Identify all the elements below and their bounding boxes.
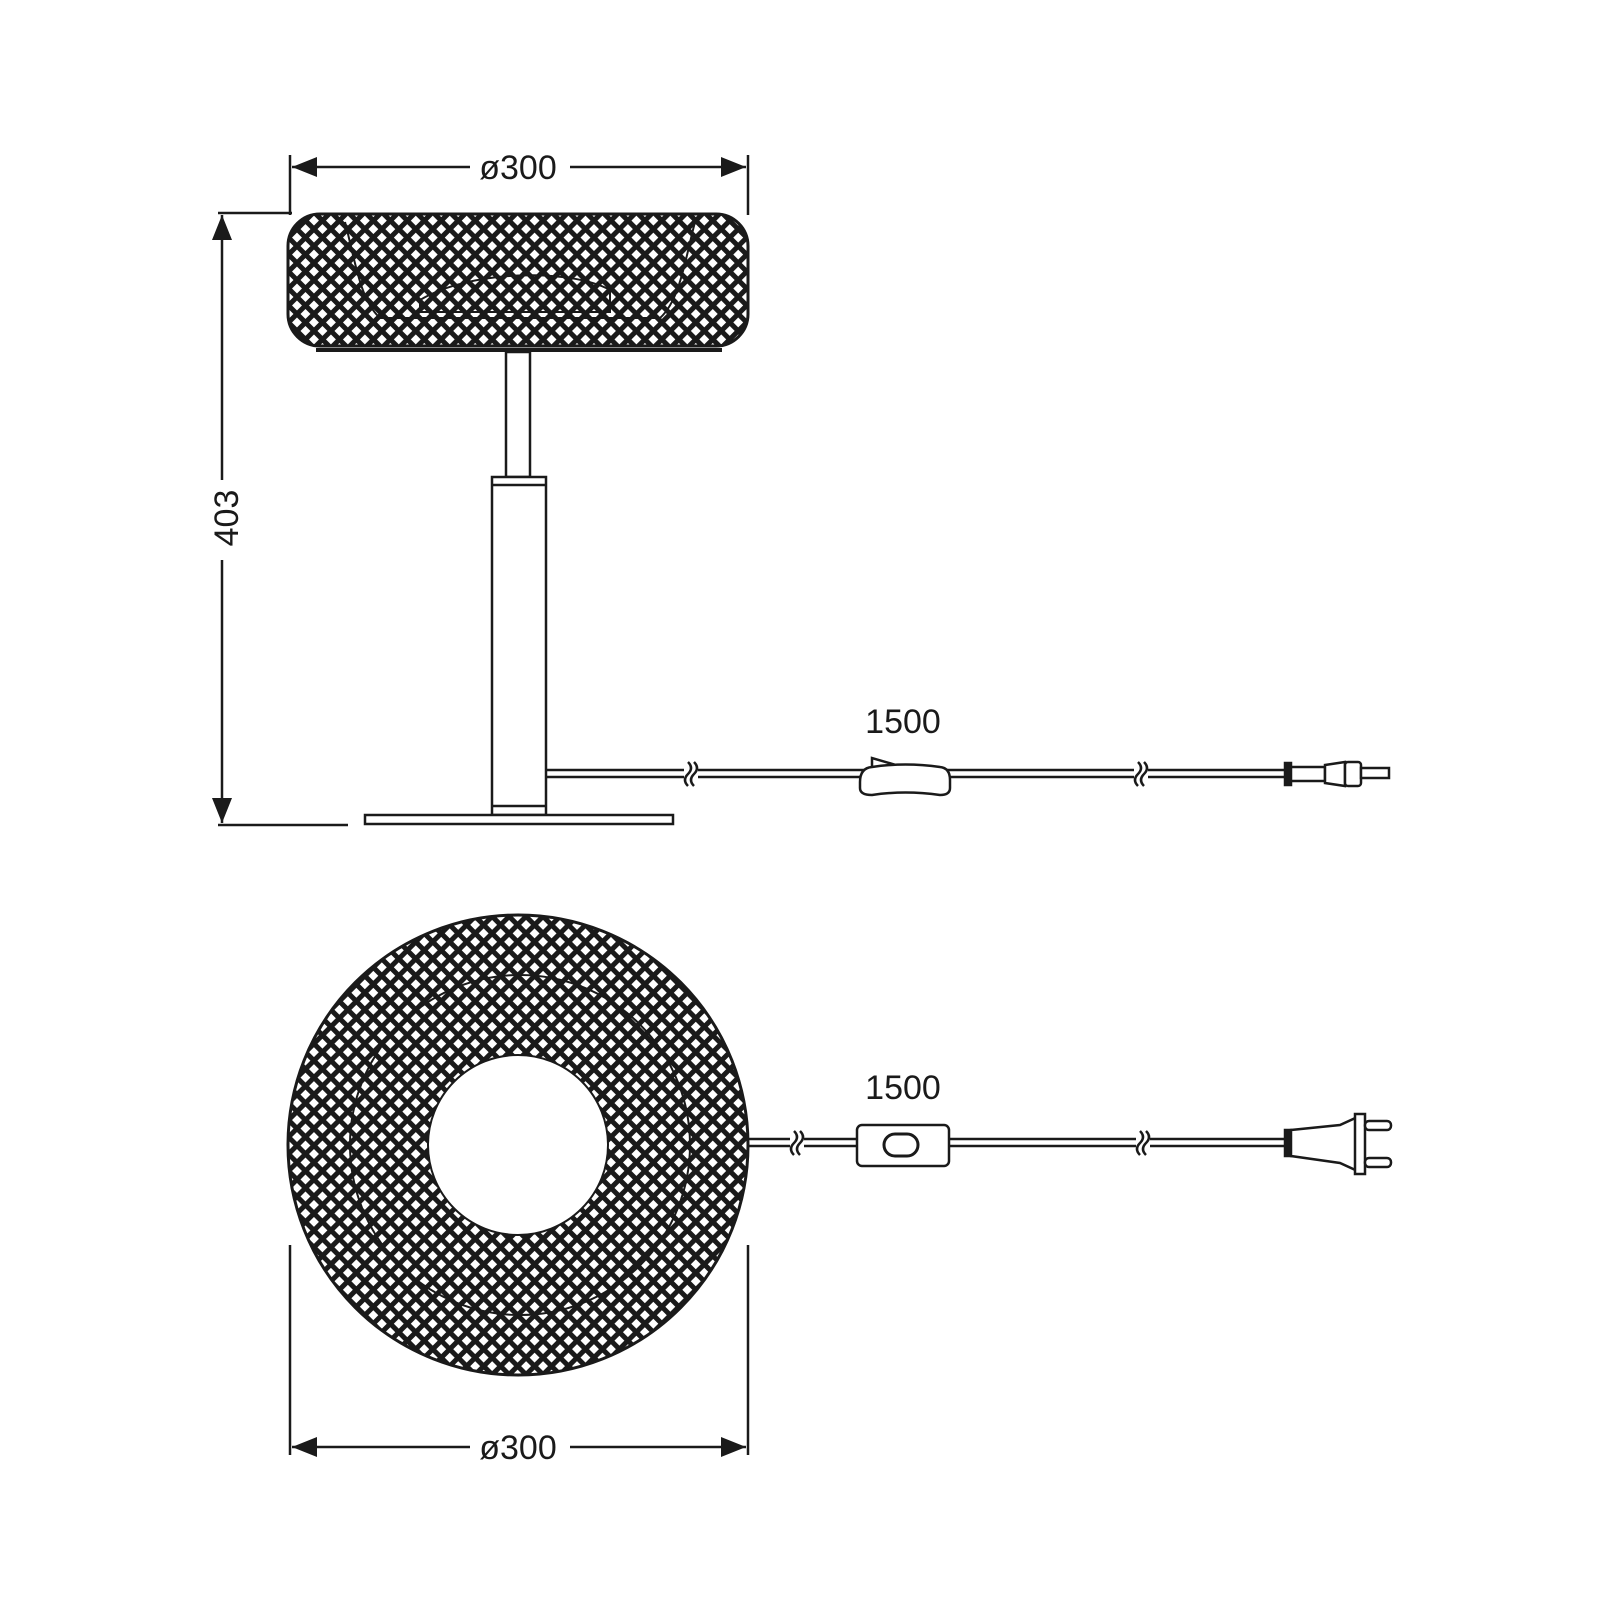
- shade-diameter-label: ø300: [479, 149, 557, 187]
- cable-length-label-top: 1500: [865, 1069, 941, 1107]
- base-diameter-label: ø300: [479, 1429, 557, 1467]
- power-cord-top: [748, 1130, 1292, 1156]
- lamp-stem: [504, 350, 532, 479]
- height-label: 403: [208, 490, 246, 547]
- lamp-tube: [490, 475, 548, 817]
- lamp-top-view: [286, 913, 750, 1377]
- height-dimension: [212, 211, 348, 827]
- rocker-switch-icon: [858, 756, 952, 797]
- lamp-shade-side: [286, 212, 750, 352]
- base-diameter-dimension: [288, 1245, 750, 1457]
- plug-side-icon: [1283, 760, 1391, 788]
- plug-top-icon: [1283, 1112, 1393, 1176]
- cable-length-label-side: 1500: [865, 703, 941, 741]
- slide-switch-icon: [855, 1123, 951, 1168]
- shade-width-dimension: [288, 155, 750, 215]
- lamp-base-plate: [363, 813, 675, 826]
